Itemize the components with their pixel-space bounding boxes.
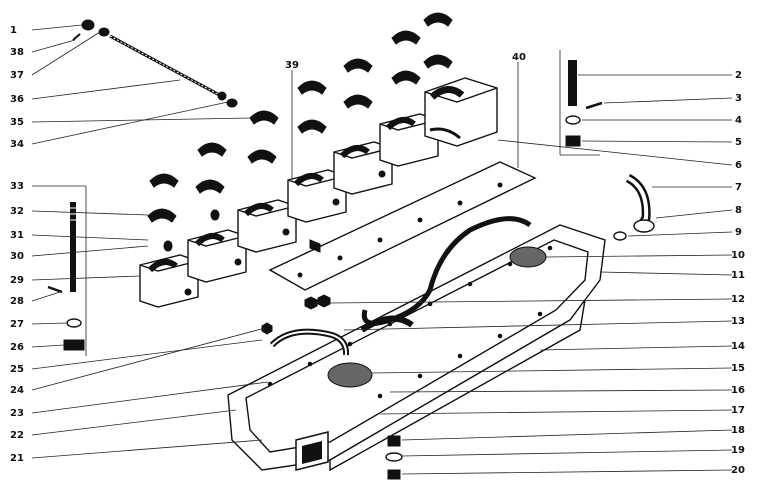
callout-37: 37 xyxy=(10,70,24,81)
callout-8: 8 xyxy=(735,205,742,216)
callout-13: 13 xyxy=(731,316,745,327)
callout-32: 32 xyxy=(10,206,24,217)
oil-pipes xyxy=(261,173,655,356)
callouts-top: 39 40 xyxy=(285,52,526,71)
callout-33: 33 xyxy=(10,181,24,192)
callout-20: 20 xyxy=(731,465,745,476)
drain-plug-parts xyxy=(385,435,403,480)
callout-27: 27 xyxy=(10,319,24,330)
callout-36: 36 xyxy=(10,94,24,105)
callout-23: 23 xyxy=(10,408,24,419)
callout-6: 6 xyxy=(735,160,742,171)
callout-19: 19 xyxy=(731,445,745,456)
callout-26: 26 xyxy=(10,342,24,353)
leader-lines xyxy=(31,24,733,475)
callout-10: 10 xyxy=(731,250,745,261)
bearing-caps xyxy=(139,77,498,308)
callout-11: 11 xyxy=(731,270,745,281)
callout-31: 31 xyxy=(10,230,24,241)
bearing-shells xyxy=(147,12,453,252)
stud-left xyxy=(47,202,85,351)
callouts-left: 1 38 37 36 35 34 33 32 31 30 29 28 27 26… xyxy=(10,25,24,464)
callout-35: 35 xyxy=(10,117,24,128)
callout-30: 30 xyxy=(10,251,24,262)
callout-29: 29 xyxy=(10,275,24,286)
callout-25: 25 xyxy=(10,364,24,375)
tie-rod-assembly xyxy=(72,19,238,108)
callout-24: 24 xyxy=(10,385,24,396)
callout-16: 16 xyxy=(731,385,745,396)
callout-28: 28 xyxy=(10,296,24,307)
callout-3: 3 xyxy=(735,93,742,104)
callout-7: 7 xyxy=(735,182,742,193)
callout-39: 39 xyxy=(285,60,299,71)
callouts-right: 2 3 4 5 6 7 8 9 10 11 12 13 14 15 16 17 … xyxy=(731,70,745,476)
callout-1: 1 xyxy=(10,25,17,36)
callout-5: 5 xyxy=(735,137,742,148)
callout-2: 2 xyxy=(735,70,742,81)
callout-17: 17 xyxy=(731,405,745,416)
gasket-plate xyxy=(268,161,537,291)
callout-34: 34 xyxy=(10,139,24,150)
callout-14: 14 xyxy=(731,341,745,352)
callout-40: 40 xyxy=(512,52,526,63)
callout-4: 4 xyxy=(735,115,742,126)
callout-15: 15 xyxy=(731,363,745,374)
callout-9: 9 xyxy=(735,227,742,238)
callout-38: 38 xyxy=(10,47,24,58)
oil-pan xyxy=(227,216,606,472)
callout-22: 22 xyxy=(10,430,24,441)
callout-12: 12 xyxy=(731,294,745,305)
callout-18: 18 xyxy=(731,425,745,436)
callout-21: 21 xyxy=(10,453,24,464)
stud-right xyxy=(565,60,603,147)
